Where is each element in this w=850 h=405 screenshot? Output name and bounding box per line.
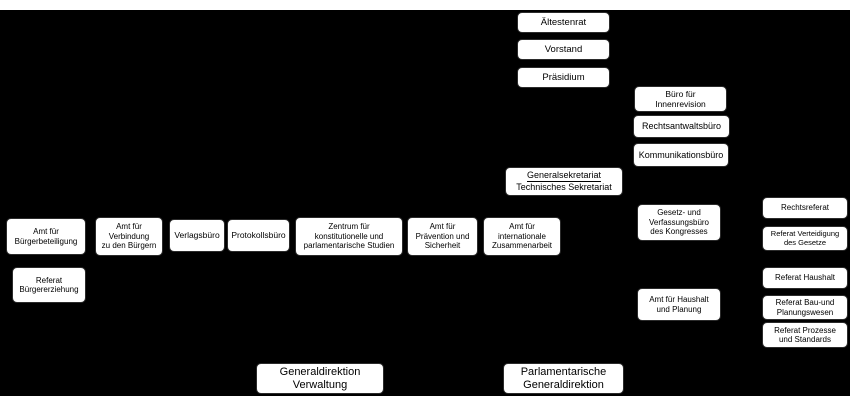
node-referat-bau-planungswesen: Referat Bau-und Planungswesen (762, 295, 848, 320)
node-parlamentarische-generaldirektion: Parlamentarische Generaldirektion (503, 363, 624, 394)
node-amt-internationale: Amt für internationale Zusammenarbeit (483, 217, 561, 256)
node-generalsekretariat: Generalsekretariat Technisches Sekretari… (505, 167, 623, 196)
node-rechtsreferat: Rechtsreferat (762, 197, 848, 219)
chart-background (0, 10, 850, 396)
node-amt-buergerbeteiligung: Amt für Bürgerbeteiligung (6, 218, 86, 255)
node-vorstand: Vorstand (517, 39, 610, 60)
node-zentrum-studien: Zentrum für konstitutionelle und parlame… (295, 217, 403, 256)
technisches-sekretariat-label: Technisches Sekretariat (516, 182, 612, 192)
node-verlagsbuero: Verlagsbüro (169, 219, 225, 252)
node-amt-praevention: Amt für Prävention und Sicherheit (407, 217, 478, 256)
node-referat-verteidigung-gesetze: Referat Verteidigung des Gesetze (762, 226, 848, 251)
node-rechtsantwaltsbuero: Rechtsantwaltsbüro (633, 115, 730, 138)
generalsekretariat-label: Generalsekretariat (526, 170, 602, 182)
node-aeltestenrat: Ältestenrat (517, 12, 610, 33)
node-referat-haushalt: Referat Haushalt (762, 267, 848, 289)
node-buero-innenrevision: Büro für Innenrevision (634, 86, 727, 112)
node-referat-buergererziehung: Referat Bürgererziehung (12, 267, 86, 303)
node-amt-haushalt-planung: Amt für Haushalt und Planung (637, 288, 721, 321)
node-gesetz-verfassungsbuero: Gesetz- und Verfassungsbüro des Kongress… (637, 204, 721, 241)
node-generaldirektion-verwaltung: Generaldirektion Verwaltung (256, 363, 384, 394)
node-referat-prozesse-standards: Referat Prozesse und Standards (762, 322, 848, 348)
node-protokollsbuero: Protokollsbüro (227, 219, 290, 252)
node-praesidium: Präsidium (517, 67, 610, 88)
node-kommunikationsbuero: Kommunikationsbüro (633, 143, 729, 167)
node-amt-verbindung-buerger: Amt für Verbindung zu den Bürgern (95, 217, 163, 256)
